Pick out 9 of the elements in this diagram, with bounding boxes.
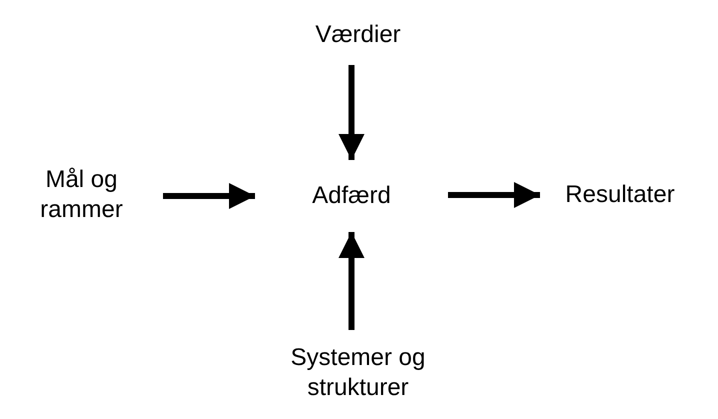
arrow [163,183,255,209]
node-label: Resultater [565,180,675,210]
node-label: Værdier [315,20,401,50]
node-label: Mål og rammer [39,165,124,225]
node-label: Adfærd [312,181,391,211]
arrow [338,65,364,160]
node-label: Systemer og strukturer [290,342,426,402]
arrow [448,182,540,208]
arrow [338,232,364,330]
